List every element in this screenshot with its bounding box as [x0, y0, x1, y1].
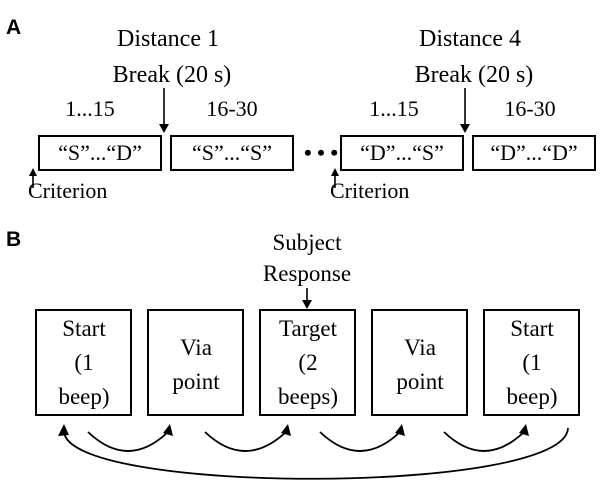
box-text-line: Target — [279, 316, 338, 341]
box-text-line: (2 — [298, 350, 317, 375]
sequence-arrows — [58, 424, 569, 480]
subject-response-line-2: Response — [263, 261, 351, 286]
trials-first-label: 1...15 — [65, 96, 115, 121]
criterion-label: Criterion — [330, 178, 409, 203]
block-first — [38, 135, 162, 171]
arrow-start-to-via — [87, 431, 169, 452]
break-arrow-head — [460, 124, 470, 133]
arrow-target-to-via — [319, 431, 401, 452]
arrow-head — [281, 424, 291, 436]
block-second-label: “D”...“D” — [490, 140, 577, 165]
distance-label: Distance 1 — [117, 26, 219, 52]
via-point-box — [371, 309, 468, 416]
block-second — [170, 135, 294, 171]
break-label: Break (20 s) — [415, 62, 534, 88]
arrow-head — [163, 424, 173, 436]
criterion-label: Criterion — [28, 178, 107, 203]
target-box — [259, 309, 356, 416]
trials-second-label: 16-30 — [504, 96, 555, 121]
block-first-label: “D”...“S” — [360, 140, 444, 165]
panel-a-label: A — [6, 16, 21, 39]
box-target: Target (2 beeps) — [259, 309, 356, 416]
break-label: Break (20 s) — [113, 62, 232, 88]
arrow-via-to-start — [443, 431, 525, 452]
box-via-point-1: Via point — [147, 309, 244, 416]
panel-b-label: B — [6, 228, 21, 251]
box-text-line: point — [396, 369, 444, 394]
criterion-arrow-head — [29, 168, 37, 176]
box-text-line: beeps) — [278, 384, 338, 409]
box-text-line: (1 — [74, 350, 93, 375]
distance-label: Distance 4 — [419, 26, 521, 52]
box-via-point-2: Via point — [371, 309, 468, 416]
box-start-2: Start (1 beep) — [483, 309, 580, 416]
criterion-arrow-head — [331, 168, 339, 176]
block-second-label: “S”...“S” — [192, 140, 272, 165]
arrow-head — [58, 424, 69, 436]
box-text-line: beep) — [506, 384, 557, 409]
box-text-line: Start — [62, 316, 106, 341]
box-text-line: Via — [404, 335, 436, 360]
box-text-line: point — [172, 369, 220, 394]
arrow-via-to-target — [204, 431, 287, 452]
ellipsis: • • • — [304, 140, 338, 165]
block-second — [472, 135, 596, 171]
box-text-line: Via — [180, 335, 212, 360]
subject-response: Subject Response — [263, 230, 351, 309]
distance-group-4: Distance 4 Break (20 s) 1...15 16-30 “D”… — [330, 26, 596, 203]
distance-group-1: Distance 1 Break (20 s) 1...15 16-30 “S”… — [28, 26, 294, 203]
box-text-line: Start — [510, 316, 554, 341]
response-arrow-head — [302, 300, 312, 309]
arrow-return-to-start — [63, 427, 569, 480]
trials-second-label: 16-30 — [206, 96, 257, 121]
arrow-head — [395, 424, 405, 436]
box-start-1: Start (1 beep) — [35, 309, 132, 416]
box-text-line: (1 — [522, 350, 541, 375]
start-box — [483, 309, 580, 416]
start-box — [35, 309, 132, 416]
block-first-label: “S”...“D” — [58, 140, 142, 165]
box-text-line: beep) — [58, 384, 109, 409]
trials-first-label: 1...15 — [369, 96, 419, 121]
subject-response-line-1: Subject — [273, 230, 343, 255]
via-point-box — [147, 309, 244, 416]
arrow-head — [519, 424, 529, 436]
break-arrow-head — [159, 124, 169, 133]
block-first — [340, 135, 464, 171]
